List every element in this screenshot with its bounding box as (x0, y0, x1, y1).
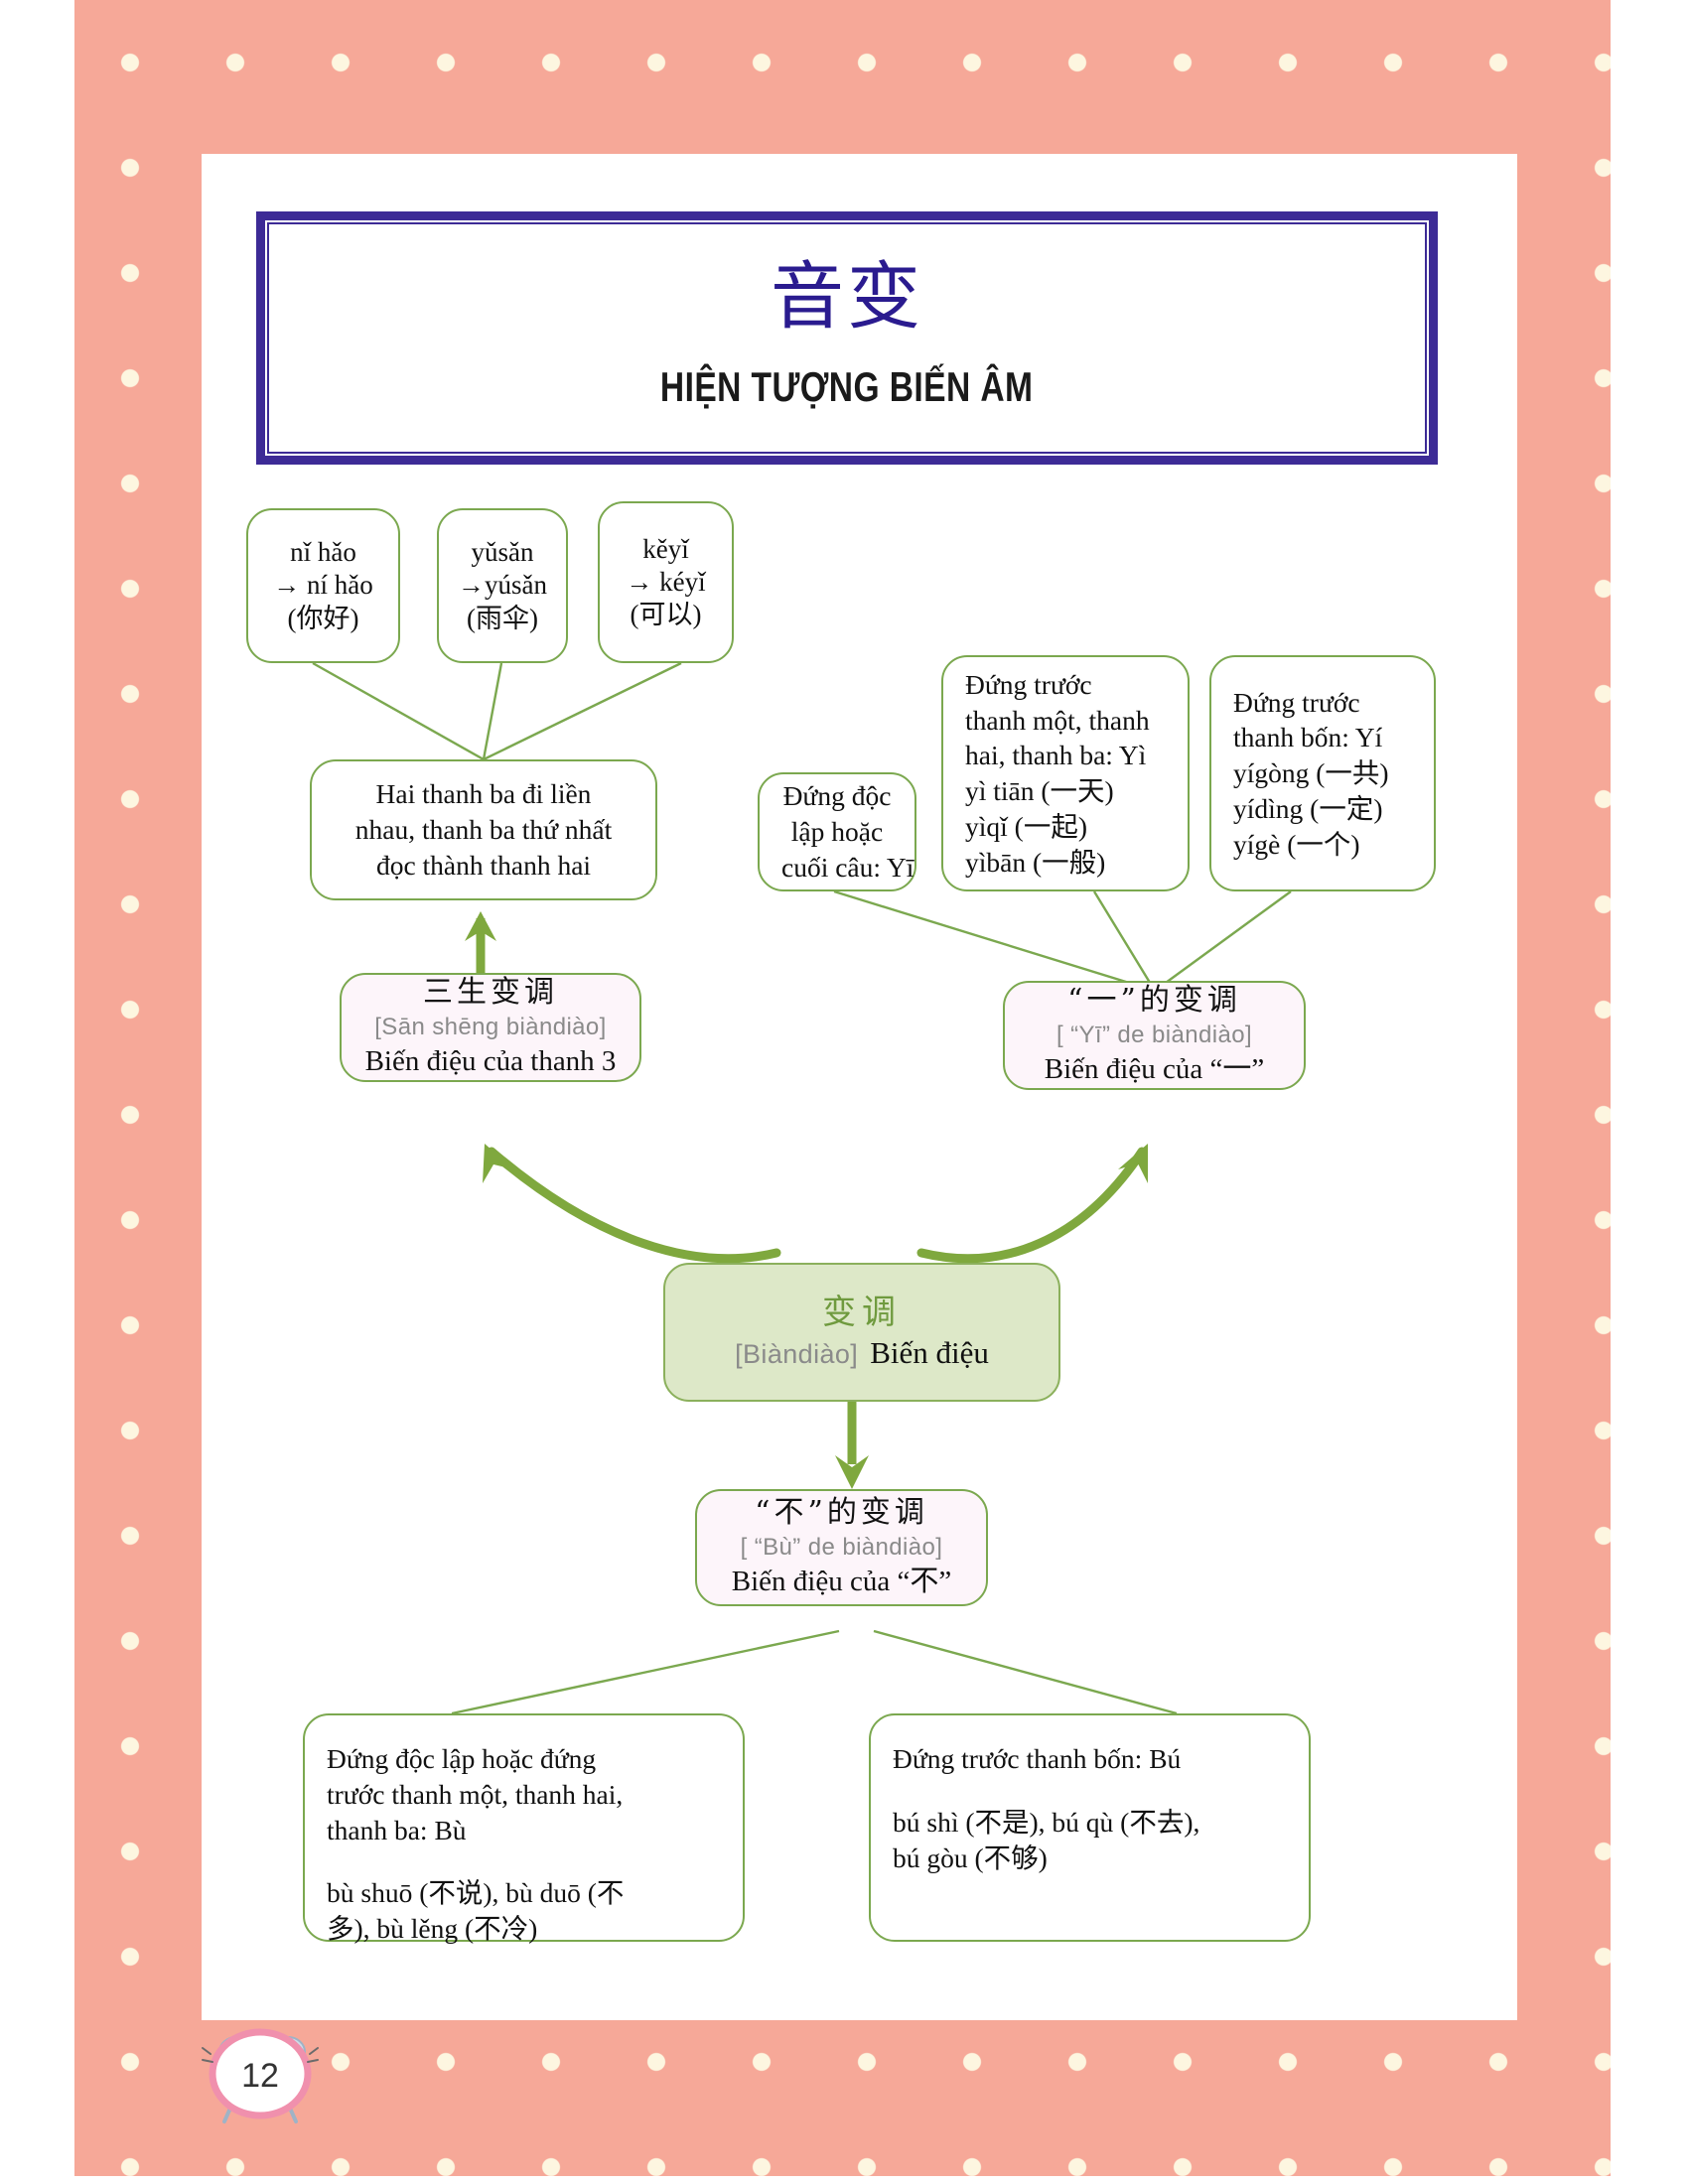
category-chinese: “一”的变调 (1067, 983, 1241, 1019)
page-number-badge: 12 (197, 2018, 324, 2129)
rule-two-third-tones[interactable]: Hai thanh ba đi liền nhau, thanh ba thứ … (310, 759, 657, 900)
rule-line-2: nhau, thanh ba thứ nhất (354, 814, 613, 846)
category-yi-biandiao[interactable]: “一”的变调 [ “Yī” de biàndiào] Biến điệu của… (1003, 981, 1306, 1090)
rule-line-1: Đứng trước (965, 668, 1092, 700)
example-card-yusan[interactable]: yǔsǎn →yúsǎn (雨伞) (437, 508, 568, 663)
alarm-clock-icon (202, 2028, 319, 2123)
example-line-1: yǔsǎn (471, 537, 534, 568)
category-pinyin: [ “Bù” de biàndiào] (740, 1533, 943, 1561)
category-pinyin: [Biàndiào] (735, 1339, 859, 1370)
rule-paragraph-2: bù shuō (不说), bù duō (不 多), bù lěng (不冷) (327, 1875, 721, 1947)
category-chinese: 变调 (822, 1292, 902, 1332)
rule-line-5: 多), bù lěng (不冷) (327, 1913, 538, 1944)
rule-line-2: bú shì (不是), bú qù (不去), (893, 1806, 1200, 1838)
rule-yi-standalone[interactable]: Đứng độc lập hoặc cuối câu: Yī (758, 772, 916, 891)
rule-line-1: Đứng độc lập hoặc đứng (327, 1743, 597, 1774)
rule-paragraph-1: Đứng độc lập hoặc đứng trước thanh một, … (327, 1741, 721, 1847)
category-san-sheng-biandiao[interactable]: 三生变调 [Sān shēng biàndiào] Biến điệu của … (340, 973, 641, 1082)
example-line-2: →yúsǎn (458, 570, 547, 601)
example-line-1: nǐ hǎo (290, 537, 356, 568)
example-line-3: (可以) (630, 600, 702, 630)
example-line-2: → kéyǐ (626, 566, 706, 597)
rule-line-4: yídìng (一定) (1233, 792, 1383, 824)
category-bu-biandiao[interactable]: “不”的变调 [ “Bù” de biàndiào] Biến điệu của… (695, 1489, 988, 1606)
rule-line-4: bù shuō (不说), bù duō (不 (327, 1877, 625, 1909)
category-main-biandiao[interactable]: 变调 [Biàndiào] Biến điệu (663, 1263, 1060, 1402)
rule-line-3: cuối câu: Yī (781, 851, 914, 883)
page-number-text: 12 (241, 2056, 279, 2095)
rule-yi-before-tone123[interactable]: Đứng trước thanh một, thanh hai, thanh b… (941, 655, 1190, 891)
page-title-vietnamese: HIỆN TƯỢNG BIẾN ÂM (660, 362, 1034, 410)
example-line-2: → ní hǎo (273, 570, 373, 601)
rule-line-3: đọc thành thanh hai (375, 849, 592, 881)
rule-line-6: yìbān (一般) (965, 846, 1106, 878)
rule-bu-standalone[interactable]: Đứng độc lập hoặc đứng trước thanh một, … (303, 1713, 745, 1944)
rule-bu-before-tone4[interactable]: Đứng trước thanh bốn: Bú bú shì (不是), bú… (869, 1713, 1311, 1942)
example-card-keyi[interactable]: kěyǐ → kéyǐ (可以) (598, 501, 734, 663)
rule-paragraph-2: bú shì (不是), bú qù (不去), bú gòu (不够) (893, 1805, 1287, 1876)
rule-yi-before-tone4[interactable]: Đứng trước thanh bốn: Yí yígòng (一共) yíd… (1209, 655, 1436, 891)
rule-paragraph-1: Đứng trước thanh bốn: Bú (893, 1741, 1287, 1777)
rule-line-3: yígòng (一共) (1233, 757, 1389, 789)
category-chinese: 三生变调 (423, 975, 558, 1011)
category-subtitle-row: [Biàndiào] Biến điệu (735, 1333, 989, 1373)
page-title-inner: 音变 HIỆN TƯỢNG BIẾN ÂM (267, 222, 1427, 454)
category-vietnamese: Biến điệu của thanh 3 (364, 1045, 617, 1078)
rule-line-5: yìqǐ (一起) (965, 810, 1087, 842)
rule-line-2: thanh một, thanh (965, 704, 1150, 736)
category-chinese: “不”的变调 (755, 1495, 928, 1531)
rule-line-4: yì tiān (一天) (965, 775, 1114, 806)
example-line-3: (雨伞) (467, 603, 538, 633)
rule-line-1: Đứng trước thanh bốn: Bú (893, 1743, 1182, 1774)
category-pinyin: [Sān shēng biàndiào] (374, 1013, 607, 1040)
rule-line-1: Đứng trước (1233, 686, 1360, 718)
rule-line-3: hai, thanh ba: Yì (965, 740, 1147, 771)
category-vietnamese: Biến điệu của “不” (731, 1566, 952, 1598)
rule-line-2: trước thanh một, thanh hai, (327, 1778, 624, 1810)
rule-line-2: thanh bốn: Yí (1233, 722, 1383, 753)
page-title-box: 音变 HIỆN TƯỢNG BIẾN ÂM (256, 211, 1438, 465)
category-vietnamese: Biến điệu (870, 1335, 989, 1371)
rule-line-2: lập hoặc (790, 816, 884, 848)
rule-line-1: Đứng độc (782, 780, 892, 812)
category-pinyin: [ “Yī” de biàndiào] (1055, 1021, 1253, 1048)
example-card-nihao[interactable]: nǐ hǎo → ní hǎo (你好) (246, 508, 400, 663)
page-title-chinese: 音变 (771, 253, 923, 340)
rule-line-5: yígè (一个) (1233, 828, 1360, 860)
rule-line-3: bú gòu (不够) (893, 1842, 1048, 1873)
example-line-1: kěyǐ (642, 533, 689, 564)
category-vietnamese: Biến điệu của “一” (1044, 1053, 1265, 1086)
content-card (202, 154, 1517, 2020)
example-line-3: (你好) (287, 603, 359, 633)
rule-line-1: Hai thanh ba đi liền (375, 778, 592, 810)
rule-line-3: thanh ba: Bù (327, 1814, 467, 1845)
